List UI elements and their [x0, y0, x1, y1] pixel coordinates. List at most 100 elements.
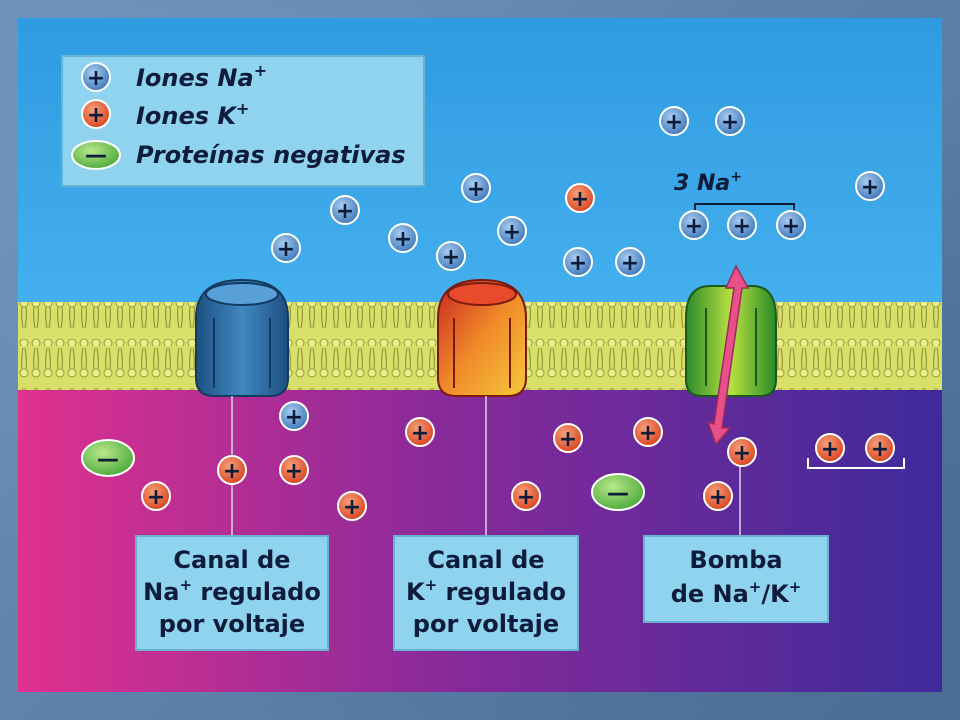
svg-text:+: + — [285, 459, 303, 484]
na-ion: + — [679, 210, 709, 240]
svg-text:—: — — [97, 447, 119, 472]
na-ion: + — [776, 210, 806, 240]
k-ion: + — [337, 491, 367, 521]
legend: + Iones Na+ + Iones K+ — Proteínas negat… — [61, 55, 425, 187]
k-ion: + — [565, 183, 595, 213]
na-channel-line3: por voltaje — [159, 610, 305, 638]
pump-line2-mid: /K — [761, 580, 790, 608]
k-ion: + — [511, 481, 541, 511]
svg-text:+: + — [821, 437, 839, 462]
svg-text:+: + — [871, 437, 889, 462]
k-ion: + — [815, 433, 845, 463]
pump-line1: Bomba — [689, 546, 782, 574]
na-ion: + — [271, 233, 301, 263]
na-channel-line2-sup: + — [179, 576, 192, 594]
na-ion: + — [330, 195, 360, 225]
k-channel-line2-sup: + — [425, 576, 438, 594]
k-ion: + — [405, 417, 435, 447]
k-channel-line2-prefix: K — [406, 578, 426, 606]
na-channel-line2-prefix: Na — [143, 578, 179, 606]
svg-text:+: + — [285, 405, 303, 430]
k-channel-line2-suffix: regulado — [437, 578, 566, 606]
k-channel — [437, 278, 527, 538]
svg-text:+: + — [442, 245, 460, 270]
legend-k-ion-icon: + — [81, 99, 111, 129]
pump-na-count-sup: + — [730, 169, 742, 185]
na-ion: + — [563, 247, 593, 277]
k-ion: + — [633, 417, 663, 447]
na-ion: + — [461, 173, 491, 203]
svg-text:+: + — [639, 421, 657, 446]
na-ion: + — [855, 171, 885, 201]
svg-text:+: + — [665, 110, 683, 135]
svg-text:+: + — [343, 495, 361, 520]
na-channel-line2-suffix: regulado — [192, 578, 321, 606]
svg-text:+: + — [733, 441, 751, 466]
na-ion: + — [388, 223, 418, 253]
svg-text:+: + — [685, 214, 703, 239]
svg-text:+: + — [709, 485, 727, 510]
na-channel-label-box: Canal de Na+ regulado por voltaje — [135, 535, 329, 651]
svg-text:Na+ regulado: Na+ regulado — [143, 576, 321, 606]
svg-text:+: + — [569, 251, 587, 276]
k-ion: + — [217, 455, 247, 485]
svg-text:+: + — [223, 459, 241, 484]
svg-text:+: + — [733, 214, 751, 239]
svg-text:+: + — [277, 237, 295, 262]
negative-protein: — — [591, 473, 645, 511]
svg-text:+: + — [782, 214, 800, 239]
na-channel — [195, 278, 289, 538]
k-ion: + — [141, 481, 171, 511]
na-ion: + — [615, 247, 645, 277]
svg-text:+: + — [394, 227, 412, 252]
svg-text:3 Na+: 3 Na+ — [674, 169, 742, 196]
svg-text:+: + — [503, 220, 521, 245]
legend-protein-label: Proteínas negativas — [136, 141, 406, 169]
pump-na-bracket — [694, 203, 795, 216]
svg-text:K+ regulado: K+ regulado — [406, 576, 566, 606]
k-channel-line1: Canal de — [427, 546, 544, 574]
svg-text:+: + — [411, 421, 429, 446]
k-ion: + — [703, 481, 733, 511]
k-ion: + — [279, 455, 309, 485]
na-channel-line1: Canal de — [173, 546, 290, 574]
k-ion: + — [865, 433, 895, 463]
legend-protein-icon: — — [71, 140, 121, 170]
svg-text:+: + — [517, 485, 535, 510]
membrane-diagram: + Iones Na+ + Iones K+ — Proteínas negat… — [18, 18, 942, 692]
svg-text:+: + — [336, 199, 354, 224]
svg-text:+: + — [87, 66, 105, 91]
na-ion: + — [715, 106, 745, 136]
svg-text:+: + — [571, 187, 589, 212]
ions-layer: ++++++++++++++++++++++++++++—— — [81, 106, 895, 521]
pump-na-count-label: 3 Na — [674, 171, 730, 196]
negative-protein: — — [81, 439, 135, 477]
svg-text:+: + — [621, 251, 639, 276]
svg-text:+: + — [721, 110, 739, 135]
svg-text:de Na+/K+: de Na+/K+ — [671, 578, 802, 608]
pump-line2-sup2: + — [789, 578, 802, 596]
na-ion: + — [727, 210, 757, 240]
svg-text:—: — — [85, 143, 107, 168]
k-ion: + — [727, 437, 757, 467]
svg-text:+: + — [147, 485, 165, 510]
pump-label-box: Bomba de Na+/K+ — [643, 535, 829, 623]
svg-text:+: + — [467, 177, 485, 202]
na-ion: + — [436, 241, 466, 271]
na-ion: + — [279, 401, 309, 431]
svg-text:+: + — [861, 175, 879, 200]
na-ion: + — [659, 106, 689, 136]
legend-na-label: Iones Na — [136, 64, 254, 92]
k-ion: + — [553, 423, 583, 453]
pump-line2-prefix: de Na — [671, 580, 749, 608]
pump-line2-sup1: + — [749, 578, 762, 596]
pump-exchange-arrow-icon — [706, 264, 750, 446]
legend-k-sup: + — [236, 99, 249, 118]
svg-text:+: + — [559, 427, 577, 452]
svg-text:Iones Na+: Iones Na+ — [136, 61, 267, 92]
svg-text:Iones K+: Iones K+ — [136, 99, 249, 130]
pump-k-bracket — [807, 458, 905, 469]
na-k-pump — [685, 264, 777, 538]
k-channel-label-box: Canal de K+ regulado por voltaje — [393, 535, 579, 651]
svg-text:—: — — [607, 481, 629, 506]
